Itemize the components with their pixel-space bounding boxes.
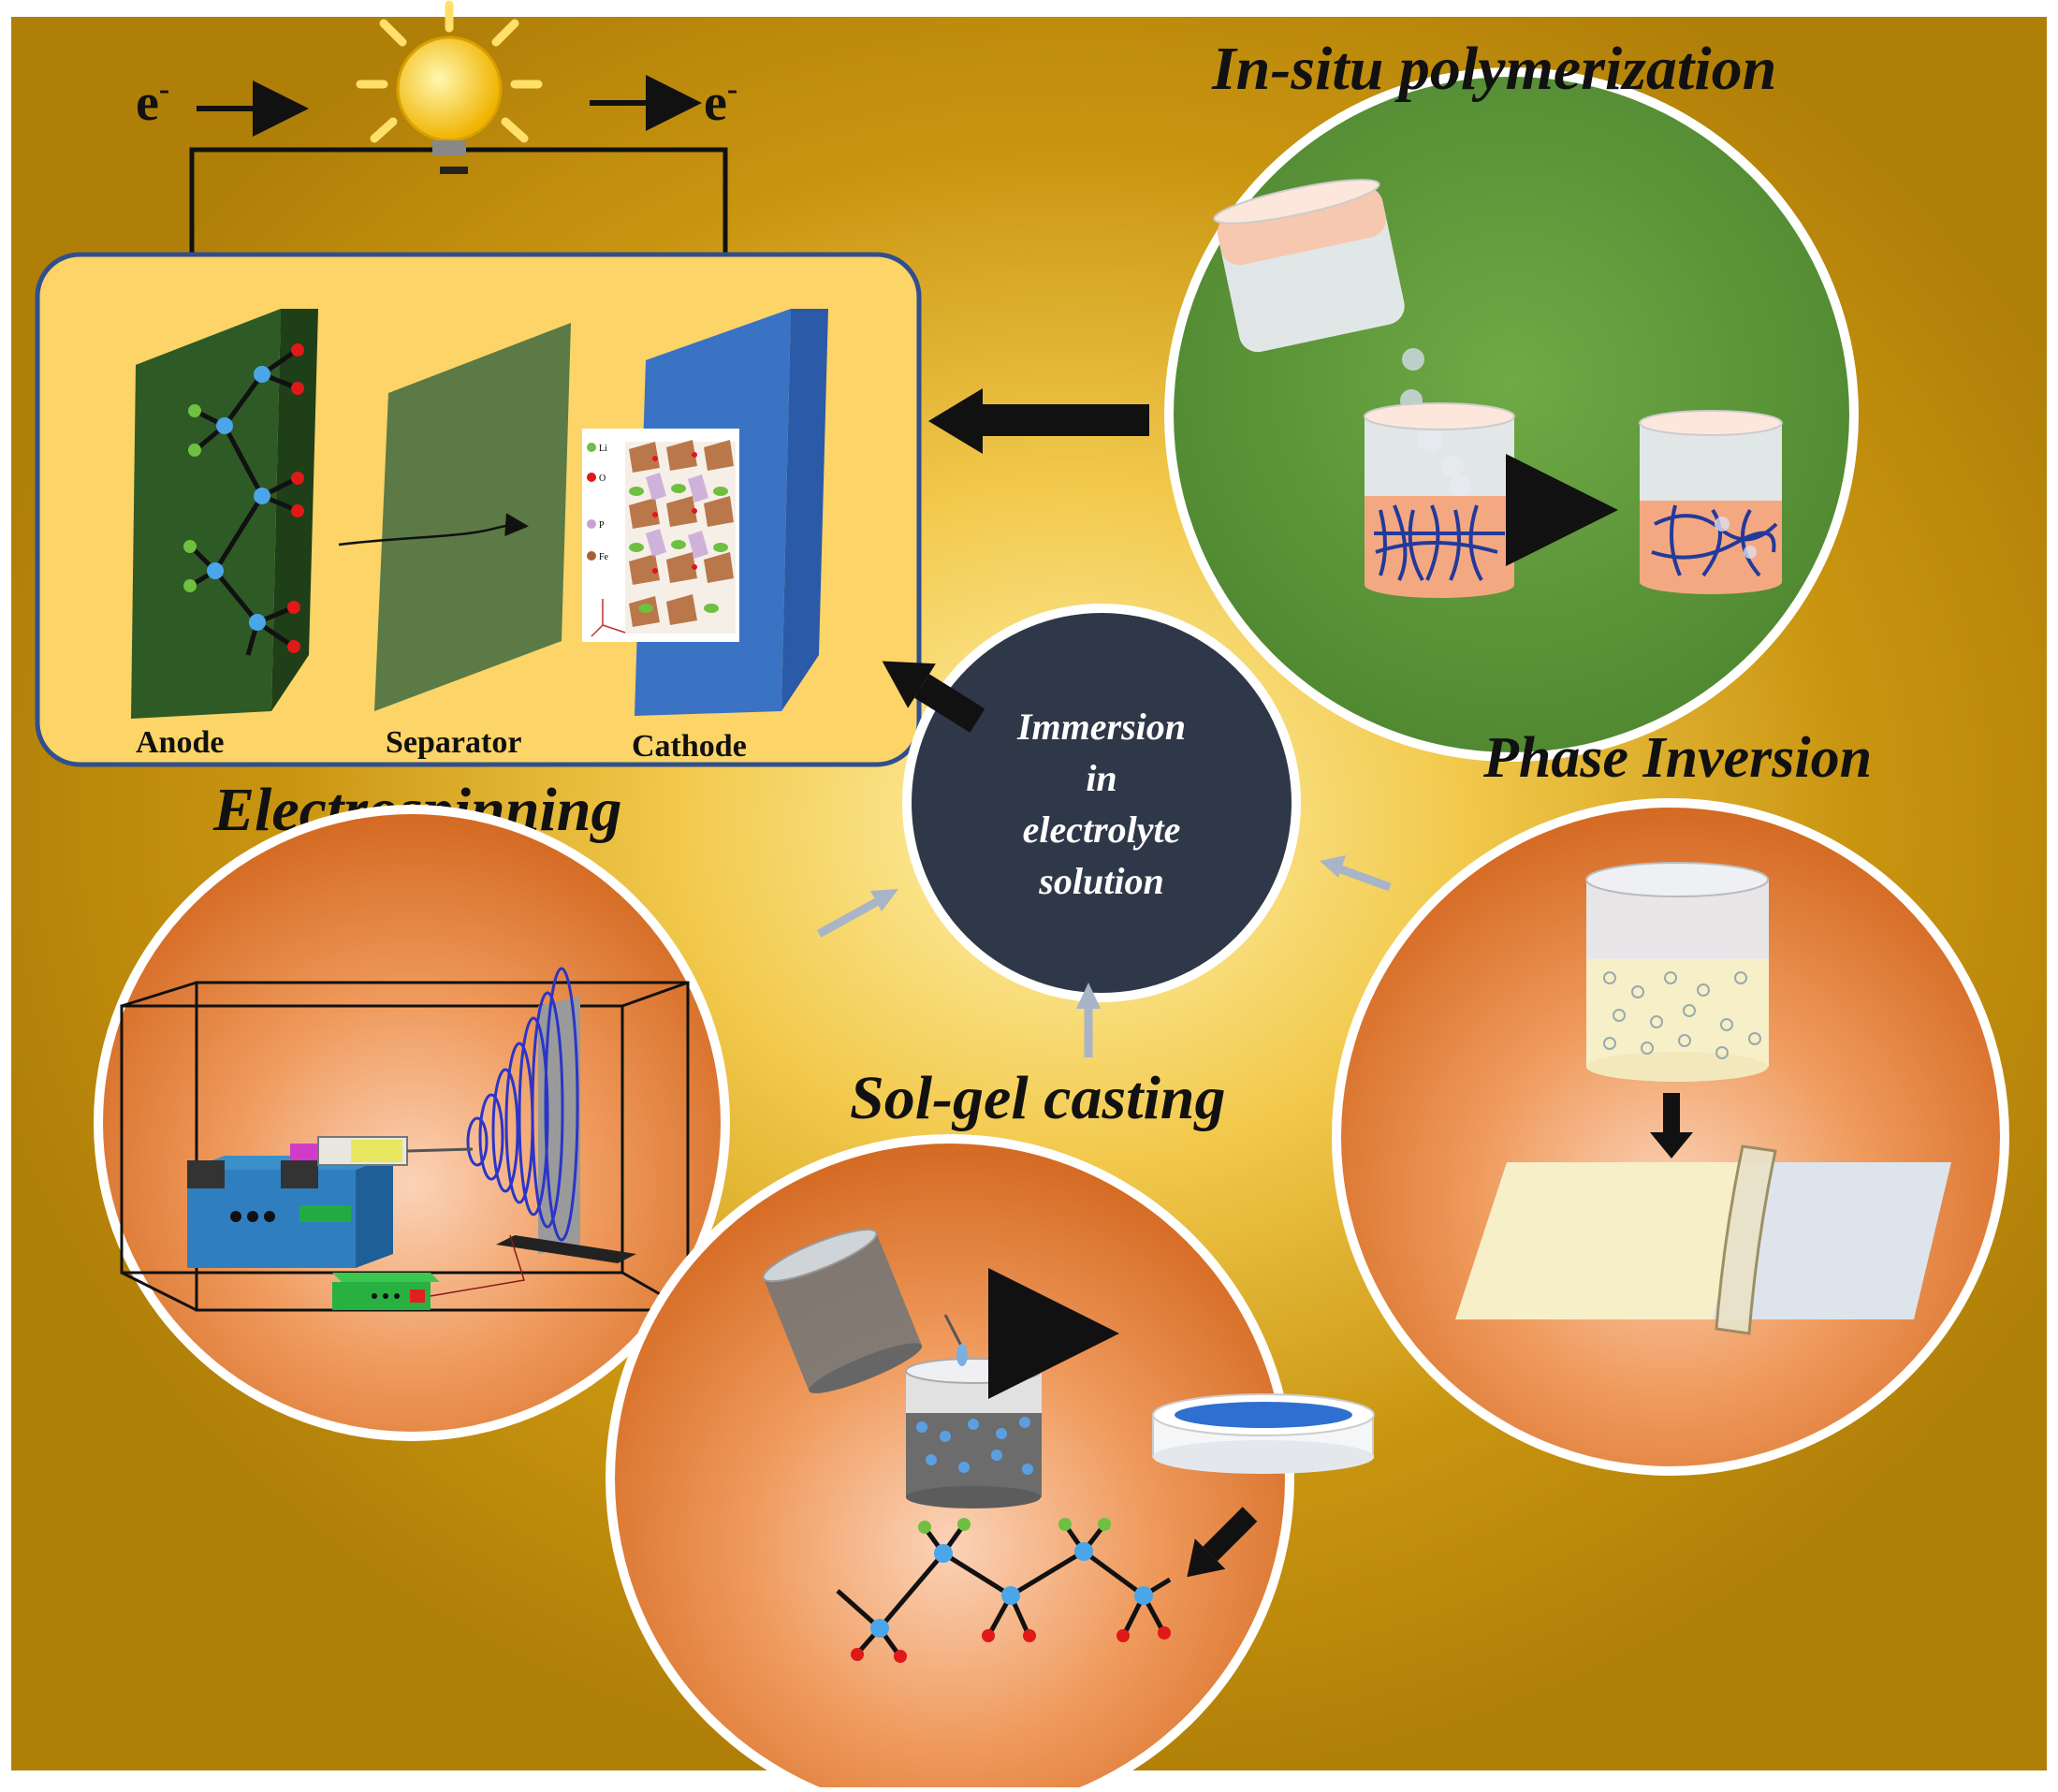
arrow-solgel-head [1076,983,1101,1009]
solgel-atoms [851,1518,1171,1663]
crystal-lattice [625,440,736,634]
electron-left-label: e- [136,72,169,132]
doctor-blade-icon [1715,1144,1777,1335]
pouring-beaker-icon [1213,179,1405,353]
arrow-phase-head [1320,855,1346,878]
arrow-insitu-to-cell [928,388,1149,454]
electron-right-label: e- [704,72,737,132]
immersion-line-3: electrolyte [1023,809,1181,851]
electrospinning-circle [94,805,730,1441]
arrow-phase-to-center [1336,864,1392,892]
anode-atoms [183,343,304,653]
immersion-line-1: Immersion [1016,706,1186,748]
polymer-beaker-icon [1639,410,1783,594]
arrow-center-to-cell [882,661,985,733]
phase-inversion-circle [1332,798,2009,1476]
syringe-pump-icon [187,1156,393,1268]
anode-slab [131,309,318,719]
fiber-spiral [466,967,579,1242]
anode-label: Anode [136,725,224,760]
solution-beaker-icon [1585,862,1769,1082]
cathode-label: Cathode [632,729,747,764]
sol-beaker-icon [905,1344,1042,1508]
battery-cell-panel: Li O P Fe [35,252,922,767]
power-supply-icon [332,1273,440,1310]
crystal-structure-inset: Li O P Fe [582,429,739,642]
immersion-line-4: solution [1038,860,1163,902]
arrow-electro-head [870,889,898,911]
ion-path-arrow [338,513,529,546]
solgel-casting-circle [606,1134,1375,1792]
input-arrows [816,855,1392,1057]
immersion-circle: Immersion in electrolyte solution [902,604,1301,1002]
separator-sheet [374,323,571,711]
immersion-line-2: in [1086,757,1117,799]
syringe-icon [290,1136,474,1166]
axis-triad [591,599,626,637]
casting-sheet [1455,1162,1750,1319]
casting-dish-icon [1152,1393,1375,1474]
phase-down-arrow [1650,1093,1693,1158]
insitu-title: In-situ polymerization [1211,35,1776,103]
solgel-title: Sol-gel casting [850,1064,1226,1132]
insitu-polymerization-circle [1164,67,1859,762]
legend-fe: Fe [599,552,609,562]
solgel-diagonal-arrow [1187,1507,1258,1578]
crystal-legend: Li O P Fe [587,443,609,562]
pouring-cup-icon [762,1229,923,1393]
pour-stream [943,1314,964,1348]
phase-title: Phase Inversion [1482,726,1872,790]
arrow-electro-to-center [816,896,883,938]
separator-label: Separator [386,725,521,760]
light-bulb-icon [356,0,543,174]
legend-p: P [599,520,605,531]
electrospinning-wire [430,1234,525,1297]
monomer-beaker-icon [1364,402,1515,598]
legend-li: Li [599,444,607,454]
casting-sheet-uncoated [1713,1162,1951,1319]
legend-o: O [599,473,606,484]
